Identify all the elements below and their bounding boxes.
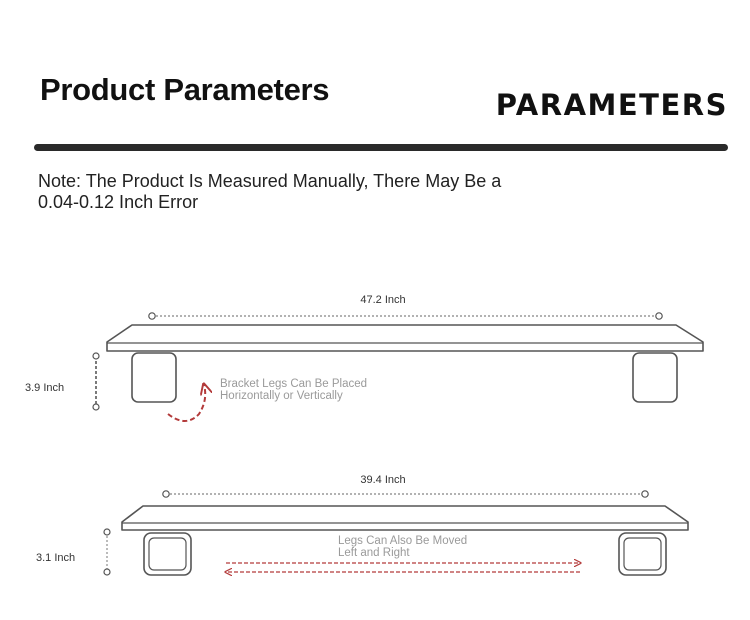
width-label: 39.4 Inch [360,474,405,486]
dimension-endpoint [92,352,100,360]
header-divider [34,144,728,151]
move-caption-line-1: Legs Can Also Be Moved [338,535,467,547]
dimension-endpoint [641,490,649,498]
dimension-endpoint [103,528,111,536]
dimension-endpoint [103,568,111,576]
note-line-1: Note: The Product Is Measured Manually, … [38,171,502,191]
page-title: Product Parameters [40,72,330,107]
width-label: 47.2 Inch [360,294,405,306]
shelf-leg-left [131,352,177,403]
section-tag: PARAMETERS [495,88,728,122]
leg-caption-line-2: Horizontally or Vertically [220,390,343,402]
shelf-board [121,505,689,531]
height-label: 3.1 Inch [36,552,75,564]
dimension-endpoint [92,403,100,411]
note-line-2: 0.04-0.12 Inch Error [38,192,199,212]
height-label: 3.9 Inch [25,382,64,394]
rotate-arrow-icon [167,385,205,422]
shelf-leg-right [632,352,678,403]
measurement-note: Note: The Product Is Measured Manually, … [38,171,598,213]
shelf-board [106,324,704,352]
dimension-endpoint [148,312,156,320]
shelf-leg-left-inner [148,537,187,571]
leg-caption-line-1: Bracket Legs Can Be Placed [220,378,367,390]
dimension-endpoint [162,490,170,498]
shelf-diagram-large: 47.2 Inch 3.9 Inch Bracket Legs Can Be P… [25,294,704,422]
move-caption-line-2: Left and Right [338,547,410,559]
shelf-leg-right-inner [623,537,662,571]
dimension-endpoint [655,312,663,320]
shelf-diagram-small: 39.4 Inch 3.1 Inch Legs Can Also Be Move… [36,474,689,576]
